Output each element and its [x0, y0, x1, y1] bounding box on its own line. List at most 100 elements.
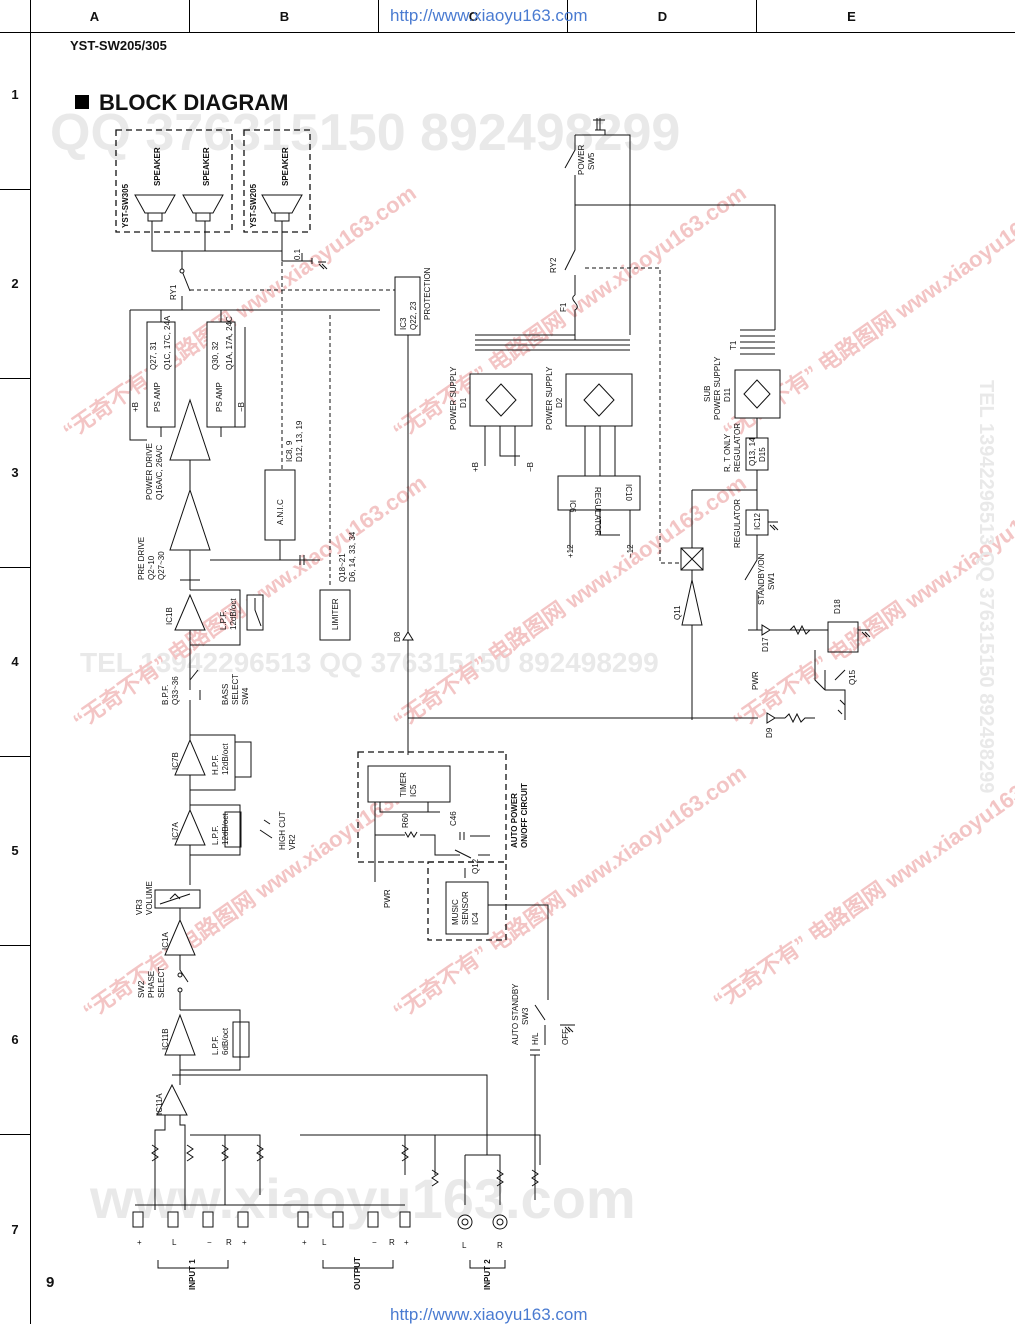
label-q13: Q13, 14 [748, 437, 757, 466]
q15-transistor [814, 629, 871, 720]
label-plus-b: +B [131, 402, 140, 412]
d9-diode-icon [766, 712, 776, 724]
label-bpf: B.P.F. [161, 685, 170, 705]
label-yst-sw205: YST-SW205 [249, 183, 258, 228]
phase-switch-contact-icon [177, 987, 183, 993]
label-anic-q2: D12, 13, 19 [295, 420, 304, 462]
row-5: 5 [0, 756, 30, 946]
label-ps-d2: POWER SUPPLY [545, 366, 554, 430]
label-speaker-3: SPEAKER [281, 147, 290, 186]
label-input2: INPUT 2 [483, 1259, 492, 1290]
label-d9: D9 [765, 727, 774, 738]
limiter-box [319, 589, 351, 641]
ic1b-amp [174, 593, 206, 631]
label-auto-standby: AUTO STANDBY [511, 983, 520, 1045]
label-vr2: VR2 [288, 834, 297, 850]
d17-diode-icon [761, 624, 771, 636]
label-ic12: IC12 [753, 513, 762, 530]
label-ic3-q: Q22, 23 [409, 301, 418, 330]
label-vr3: VR3 [135, 899, 144, 915]
label-d18: D18 [833, 599, 842, 614]
d8-diode-icon [402, 631, 414, 641]
bridge-rectifier-icon [485, 383, 517, 417]
label-q-ps-b2: Q30, 32 [211, 341, 220, 370]
label-q-ps-a: Q1C, 17C, 24A [163, 315, 172, 370]
label-ry1: RY1 [169, 284, 178, 300]
row-7: 7 [11, 1221, 19, 1237]
label-standby: STANDBY/ON [757, 553, 766, 605]
regulator-q13-box [745, 437, 769, 471]
header-url[interactable]: http://www.xiaoyu163.com [390, 6, 588, 25]
volume-pot-icon [159, 893, 191, 905]
watermark-bottom: www.xiaoyu163.com [89, 1167, 636, 1230]
speaker-icon [134, 194, 176, 222]
label-lpf-12: L.P.F. [219, 611, 228, 630]
input-bus [135, 1154, 501, 1206]
label-timer: TIMER [399, 772, 408, 797]
label-lpf-6: L.P.F. [211, 1036, 220, 1055]
label-lpf-12-2: L.P.F. [211, 826, 220, 845]
resistor-icons [151, 1144, 539, 1187]
footer-url[interactable]: http://www.xiaoyu163.com [390, 1305, 588, 1324]
label-l: L [462, 1241, 467, 1250]
label-music-sensor: MUSIC [451, 899, 460, 925]
fuse-f1 [572, 294, 578, 340]
label-ps-amp-b: PS AMP [215, 382, 224, 412]
terminal-icons [132, 1211, 508, 1230]
vr3-volume-box [154, 889, 201, 909]
label-ic3: IC3 [399, 317, 408, 330]
ps-d1-wiring [484, 426, 520, 466]
phase-switch [179, 955, 189, 1010]
label-r: R [226, 1238, 232, 1247]
label-sub-ps: SUB [703, 386, 712, 402]
label-regulator: REGULATOR [733, 423, 742, 472]
watermark-middle: TEL 13942296513 QQ 376315150 892498299 [80, 647, 659, 678]
label-ps-d1: POWER SUPPLY [449, 366, 458, 430]
power-drive-amp [169, 398, 211, 461]
page-number: 9 [46, 1274, 55, 1291]
column-b: B [189, 0, 379, 32]
row-1: 1 [0, 0, 30, 190]
label-anic-q1: IC8, 9 [285, 440, 294, 462]
row-4: 4 [0, 567, 30, 757]
label-sw4: SW4 [241, 687, 250, 705]
q11-wiring [408, 625, 758, 720]
label-pre-drive: PRE DRIVE [137, 537, 146, 580]
ic7a-wiring [189, 804, 273, 885]
label-ps-amp-a: PS AMP [153, 382, 162, 412]
ground-icon [318, 261, 328, 270]
label-c46: C46 [449, 811, 458, 826]
resistor-0-1 [281, 251, 313, 264]
label-plus: + [302, 1238, 307, 1247]
lpf-12-2-box [224, 811, 242, 848]
label-output: OUTPUT [353, 1257, 362, 1290]
label-lpf-12-2b: 12dB/oct [221, 813, 230, 845]
label-sw1: SW1 [767, 572, 776, 590]
label-bass-select: BASS [221, 684, 230, 705]
label-select: SELECT [157, 967, 166, 998]
lpf-6-box [232, 1021, 250, 1058]
label-minus12: −12 [626, 544, 635, 558]
label-ic11b: IC11B [161, 1028, 170, 1050]
label-limiter-q2: D6, 14, 33, 34 [348, 531, 357, 582]
anic-box [264, 469, 296, 541]
ic11b-wiring [179, 1009, 241, 1085]
label-plus: + [242, 1238, 247, 1247]
label-anic: A.N.I.C [276, 499, 285, 525]
label-speaker-1: SPEAKER [153, 147, 162, 186]
label-minus: − [207, 1238, 212, 1247]
ry2-control-line [585, 267, 680, 564]
regulator-wiring [569, 510, 631, 550]
regulator-ic6-ic10-box [557, 475, 641, 511]
row-axis: 1 2 3 4 5 6 7 [0, 0, 31, 1324]
ps-amp-wiring [129, 310, 246, 441]
label-d17: D17 [761, 637, 770, 652]
label-d11: D11 [723, 387, 732, 402]
d9-resistor [775, 712, 815, 724]
label-t1: T1 [729, 340, 738, 350]
label-l: L [322, 1238, 327, 1247]
label-lpf-6b: 6dB/oct [221, 1027, 230, 1055]
label-d15: D15 [758, 447, 767, 462]
relay-contact-icon [179, 268, 185, 274]
